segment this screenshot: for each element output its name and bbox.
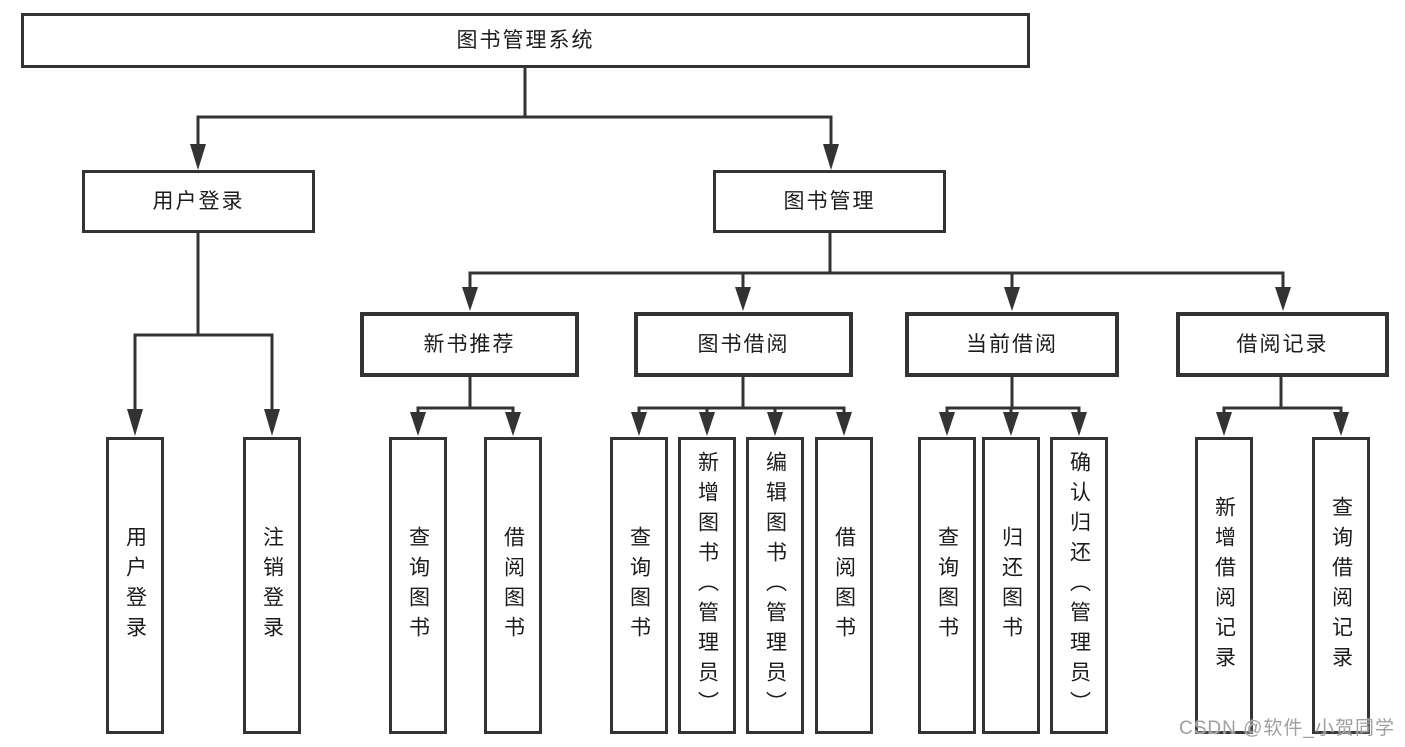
- node-label: 查询借阅记录: [1329, 495, 1353, 676]
- node-label: 图书借阅: [697, 333, 790, 356]
- node-label: 编辑图书（管理员）: [763, 450, 787, 721]
- node-current-borrow: 当前借阅: [905, 312, 1119, 377]
- node-new-book-recommend: 新书推荐: [360, 312, 579, 377]
- node-label: 新增借阅记录: [1212, 495, 1236, 676]
- leaf-add-book-admin: 新增图书（管理员）: [678, 437, 736, 734]
- leaf-query-book-borrow: 查询图书: [610, 437, 668, 734]
- leaf-borrow-book: 借阅图书: [815, 437, 873, 734]
- node-label: 当前借阅: [966, 333, 1058, 356]
- csdn-watermark: CSDN @软件_小贺同学: [1179, 718, 1395, 739]
- node-borrow-record: 借阅记录: [1176, 312, 1389, 377]
- node-label: 查询图书: [406, 525, 430, 646]
- node-label: 用户登录: [123, 525, 147, 646]
- leaf-add-borrow-record: 新增借阅记录: [1195, 437, 1253, 734]
- node-label: 借阅图书: [832, 525, 856, 646]
- leaf-borrow-book-recommend: 借阅图书: [484, 437, 542, 734]
- node-root-system: 图书管理系统: [21, 13, 1030, 68]
- node-label: 新书推荐: [423, 333, 516, 356]
- node-label: 用户登录: [152, 190, 245, 213]
- leaf-query-borrow-record: 查询借阅记录: [1312, 437, 1370, 734]
- node-label: 图书管理系统: [456, 29, 595, 52]
- node-user-login: 用户登录: [82, 170, 315, 233]
- leaf-edit-book-admin: 编辑图书（管理员）: [746, 437, 804, 734]
- node-label: 借阅图书: [501, 525, 525, 646]
- leaf-logout: 注销登录: [243, 437, 301, 734]
- leaf-confirm-return-admin: 确认归还（管理员）: [1050, 437, 1108, 734]
- node-label: 借阅记录: [1236, 333, 1329, 356]
- node-label: 归还图书: [999, 525, 1023, 646]
- node-book-borrow: 图书借阅: [634, 312, 853, 377]
- node-label: 查询图书: [935, 525, 959, 646]
- node-label: 确认归还（管理员）: [1067, 450, 1091, 721]
- node-label: 新增图书（管理员）: [695, 450, 719, 721]
- leaf-return-book: 归还图书: [982, 437, 1040, 734]
- leaf-user-login: 用户登录: [106, 437, 164, 734]
- node-label: 图书管理: [783, 190, 876, 213]
- node-label: 查询图书: [627, 525, 651, 646]
- node-book-management: 图书管理: [713, 170, 946, 233]
- node-label: 注销登录: [260, 525, 284, 646]
- leaf-query-book-current: 查询图书: [918, 437, 976, 734]
- leaf-query-book-recommend: 查询图书: [389, 437, 447, 734]
